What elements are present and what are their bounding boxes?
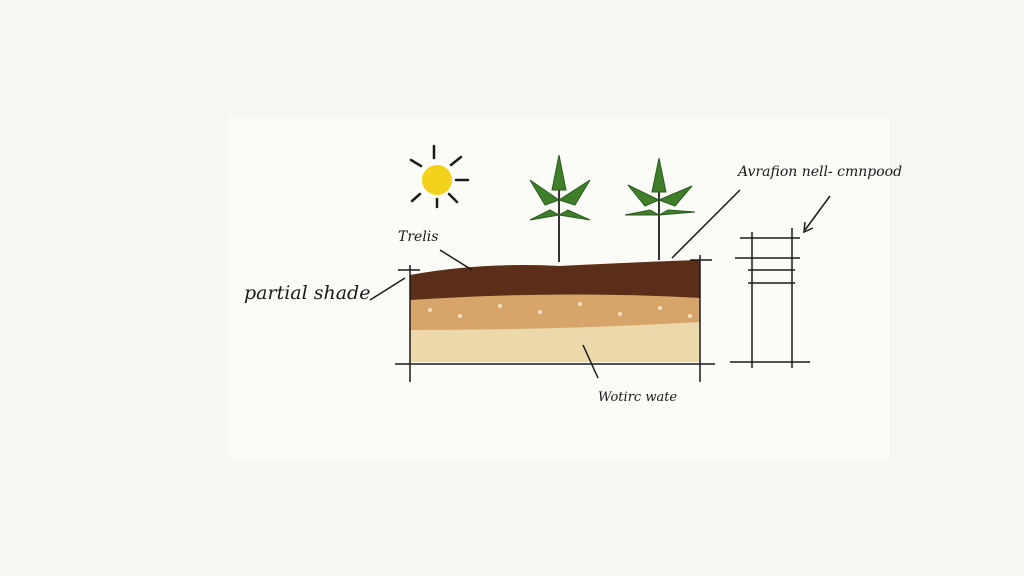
sun-icon (409, 144, 470, 209)
plant-icon (624, 157, 696, 260)
partial-shade-label: partial shade (244, 282, 371, 304)
plant-icon (529, 154, 591, 262)
soil-layers (410, 260, 700, 362)
water-label: Wotirc wate (598, 390, 678, 405)
trellis-icon (730, 195, 831, 368)
trellis-label: Trelis (398, 229, 439, 245)
aeration-label: Avrafion nell- cmnpood (738, 164, 903, 180)
frame-lines (369, 189, 741, 382)
